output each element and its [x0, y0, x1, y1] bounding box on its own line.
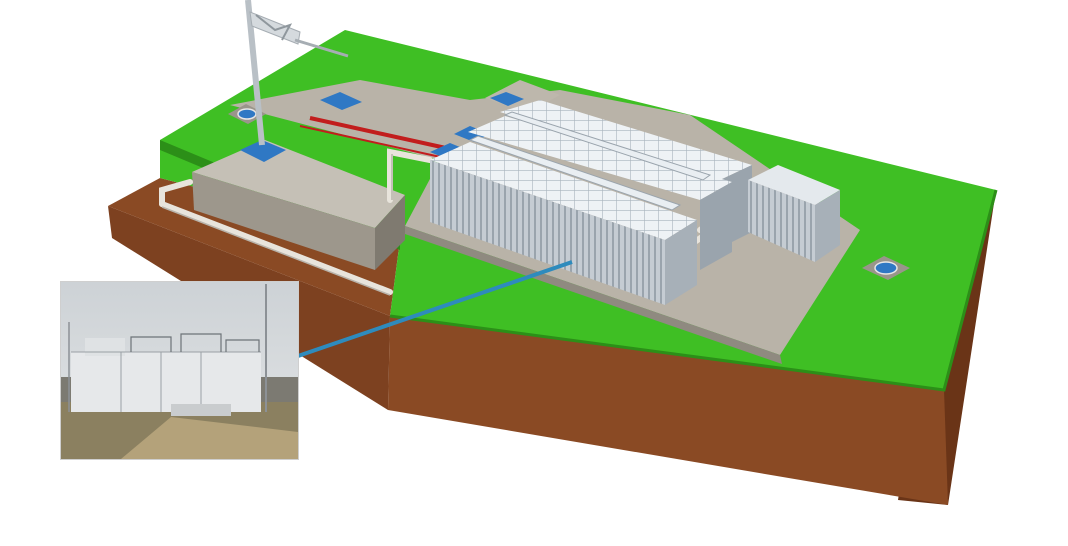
- lattice-mast-icon: [245, 0, 349, 146]
- access-hatch-icon: [490, 92, 524, 106]
- roof-ducts: [468, 111, 712, 211]
- container-row-front: [430, 142, 697, 305]
- side-equipment-container: [748, 165, 840, 262]
- red-pipes: [299, 116, 456, 159]
- site-photo: [61, 282, 298, 459]
- callout-line: [297, 260, 573, 358]
- container-row-middle: [468, 116, 732, 270]
- access-hatch-icon: [240, 140, 286, 162]
- underground-tank: [192, 140, 405, 270]
- access-hatch-icon: [320, 92, 362, 110]
- fan-vent-icon: [862, 256, 910, 280]
